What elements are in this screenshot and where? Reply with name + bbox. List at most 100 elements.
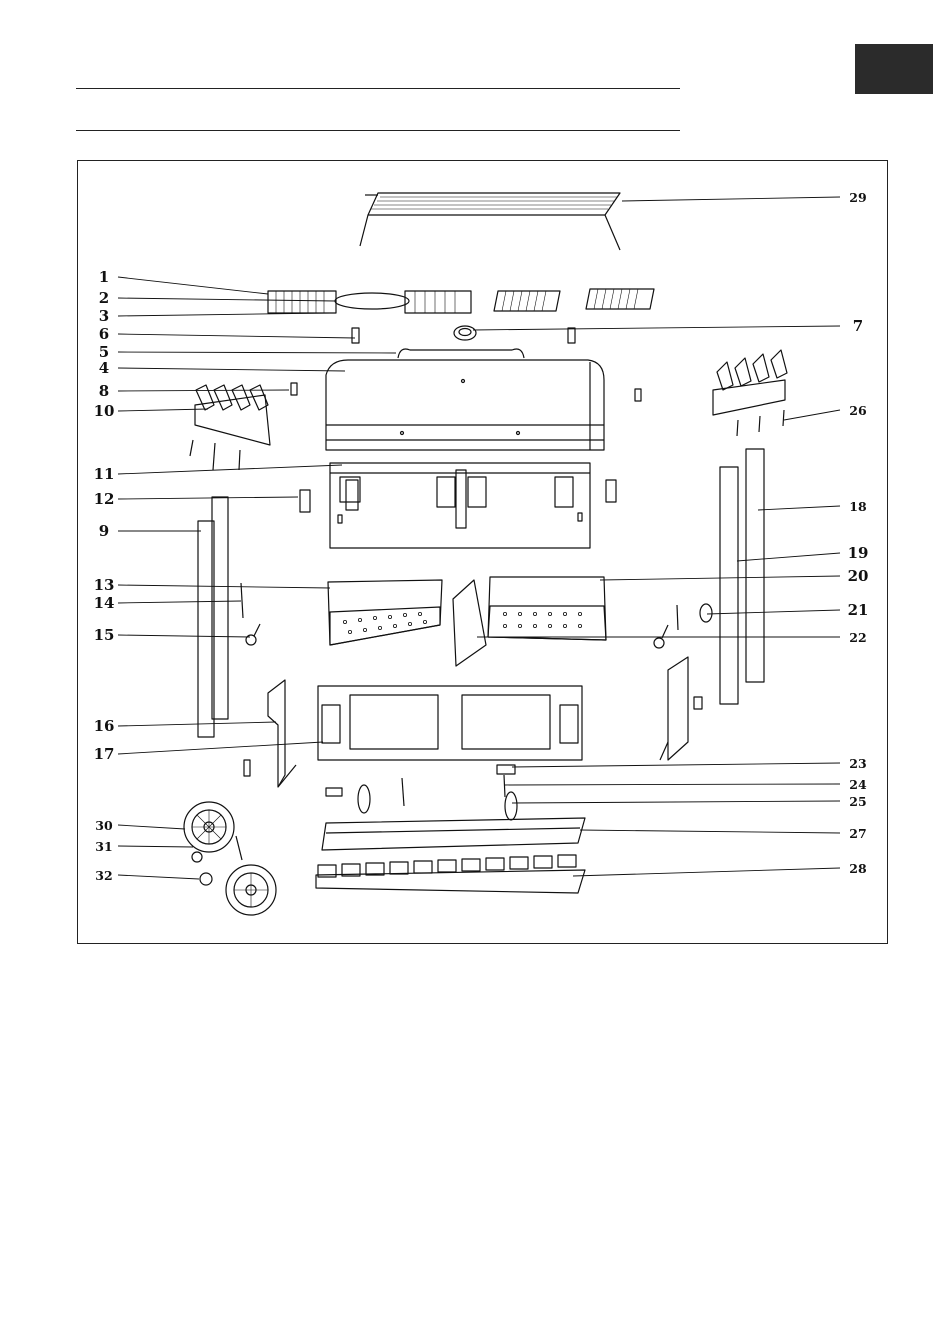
callout-leader-27 (580, 830, 840, 833)
ash-door (453, 580, 486, 666)
callout-label-21: 21 (848, 601, 869, 619)
callout-label-30: 30 (95, 818, 113, 833)
callout-label-22: 22 (849, 630, 866, 645)
callout-layer: 1236548101112913141516173031322972618192… (94, 190, 869, 883)
side-panel-left (268, 680, 296, 787)
callout-label-4: 4 (99, 359, 109, 377)
crank-handle-left (246, 635, 256, 645)
side-shelf-right (713, 350, 787, 436)
hinge-bracket-right (568, 328, 575, 343)
latch-left (244, 760, 250, 776)
damper-clip (497, 765, 515, 774)
adjuster-knob (700, 604, 712, 622)
crank-handle-right (654, 638, 664, 648)
charcoal-tray-left (328, 580, 442, 645)
callout-leader-2 (118, 298, 335, 301)
cooking-grate-right-b (586, 289, 654, 309)
grill-lid (326, 360, 604, 450)
callout-leader-16 (118, 722, 276, 726)
callout-leader-5 (118, 352, 396, 353)
bottom-shelf (322, 818, 585, 850)
callout-label-3: 3 (99, 307, 109, 325)
callout-leader-11 (118, 465, 342, 474)
callout-label-19: 19 (848, 544, 869, 562)
callout-label-8: 8 (99, 382, 109, 400)
wheel-nut (200, 873, 212, 885)
grill-firebox (330, 463, 590, 548)
callout-leader-25 (512, 801, 840, 803)
small-bracket-right (635, 389, 641, 401)
callout-leader-18 (758, 506, 840, 510)
callout-leader-23 (512, 763, 840, 767)
lid-handle (398, 349, 524, 358)
leg-right (720, 449, 764, 704)
callout-label-14: 14 (94, 594, 115, 612)
callout-leader-17 (118, 742, 323, 754)
callout-label-15: 15 (94, 626, 115, 644)
callout-leader-3 (118, 313, 330, 316)
callout-leader-8 (118, 390, 289, 391)
side-panel-right (660, 657, 688, 760)
callout-label-16: 16 (94, 717, 115, 735)
callout-label-24: 24 (849, 777, 867, 792)
callout-leader-24 (504, 784, 840, 785)
cooking-grate-left (268, 291, 336, 313)
warming-rack (360, 193, 620, 250)
callout-leader-28 (573, 868, 840, 876)
callout-leader-13 (118, 585, 330, 588)
wheel-washer (192, 852, 202, 862)
charcoal-tray-right (488, 577, 606, 640)
callout-label-25: 25 (849, 794, 866, 809)
side-shelf-left (190, 385, 270, 470)
callout-leader-19 (737, 553, 840, 561)
wheel-rear (226, 865, 276, 915)
callout-leader-6 (118, 334, 355, 338)
rod (241, 583, 243, 618)
callout-leader-12 (118, 497, 298, 499)
callout-leader-7 (473, 326, 840, 330)
hinge-bracket-left (352, 328, 359, 343)
callout-label-9: 9 (99, 522, 109, 540)
callout-label-13: 13 (94, 576, 115, 594)
callout-label-2: 2 (99, 289, 109, 307)
cooking-grate-center (335, 291, 471, 313)
callout-label-7: 7 (853, 317, 863, 335)
spring-left (358, 785, 370, 813)
axle (236, 836, 242, 860)
callout-label-29: 29 (849, 190, 866, 205)
latch-right (694, 697, 702, 709)
bottom-slat-shelf (316, 855, 585, 893)
callout-leader-31 (118, 846, 193, 847)
small-bracket-left (291, 383, 297, 395)
callout-label-11: 11 (94, 465, 115, 483)
callout-leader-30 (118, 825, 185, 829)
callout-label-20: 20 (848, 567, 869, 585)
callout-label-1: 1 (99, 268, 109, 286)
callout-leader-26 (784, 410, 840, 420)
firebox-bracket-right (606, 480, 616, 502)
callout-label-31: 31 (95, 839, 112, 854)
callout-label-28: 28 (849, 861, 867, 876)
spring-right (505, 792, 517, 820)
callout-leader-29 (622, 197, 840, 201)
cooking-grate-right-a (494, 291, 560, 311)
callout-label-6: 6 (99, 325, 109, 343)
callout-leader-21 (707, 610, 840, 614)
callout-label-18: 18 (849, 499, 867, 514)
callout-label-32: 32 (95, 868, 112, 883)
callout-label-17: 17 (94, 745, 115, 763)
firebox-bracket-left (300, 490, 310, 512)
leg-left (198, 497, 228, 737)
callout-leader-14 (118, 601, 241, 603)
callout-leader-32 (118, 875, 199, 879)
callout-label-23: 23 (849, 756, 866, 771)
callout-label-10: 10 (94, 402, 115, 420)
callout-leader-4 (118, 368, 345, 371)
callout-label-26: 26 (849, 403, 867, 418)
hinge-hardware (326, 788, 342, 796)
callout-label-12: 12 (94, 490, 115, 508)
callout-leader-1 (118, 277, 268, 294)
callout-label-27: 27 (849, 826, 866, 841)
lower-cabinet (318, 686, 582, 760)
